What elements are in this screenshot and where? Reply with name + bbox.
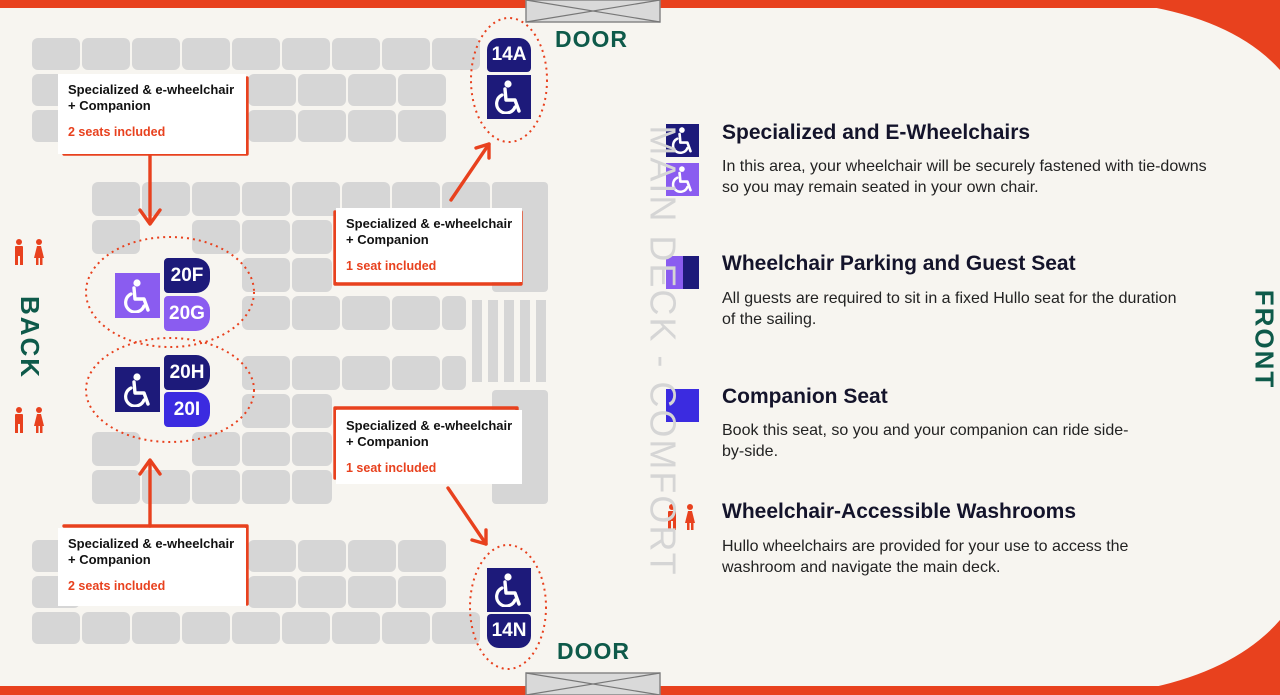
- highlight-ring-20hi: [85, 337, 255, 443]
- callout-line: Specialized & e-wheelchair: [68, 536, 235, 551]
- callout-line: + Companion: [346, 434, 429, 449]
- callout-line: Specialized & e-wheelchair: [346, 418, 513, 433]
- legend-icon-companion: [666, 389, 699, 422]
- callout-line: Specialized & e-wheelchair: [68, 82, 235, 97]
- seat-14a[interactable]: 14A: [487, 38, 531, 72]
- legend-icon-wheelchair-purple: [666, 163, 699, 196]
- callout-line: Specialized & e-wheelchair: [346, 216, 513, 231]
- washroom-icon: [15, 407, 44, 433]
- seat-grid-bottom: [32, 540, 480, 644]
- highlight-ring-14a: [470, 17, 548, 143]
- legend-title-wheelchairs: Specialized and E-Wheelchairs: [722, 121, 1031, 144]
- callout-note: 1 seat included: [346, 259, 437, 273]
- door-label-top: DOOR: [555, 26, 628, 52]
- seat-20f[interactable]: 20F: [164, 258, 210, 293]
- wheelchair-icon: [115, 273, 160, 318]
- callout-top-left: Specialized & e-wheelchair + Companion 2…: [58, 74, 246, 154]
- legend-icon-washroom: [668, 504, 695, 530]
- wheelchair-icon: [487, 75, 531, 119]
- door-frame-top: [525, 0, 661, 23]
- callout-note: 1 seat included: [346, 461, 437, 475]
- callout-mid-lower: Specialized & e-wheelchair + Companion 1…: [336, 410, 522, 484]
- legend-desc-washrooms: Hullo wheelchairs are provided for your …: [722, 538, 1129, 576]
- door-frame-bottom: [525, 672, 661, 695]
- wheelchair-icon: [487, 568, 531, 612]
- seat-20h[interactable]: 20H: [164, 355, 210, 390]
- seat-grid-top: [32, 38, 480, 142]
- highlight-ring-14n: [469, 544, 547, 670]
- legend-title-washrooms: Wheelchair-Accessible Washrooms: [722, 500, 1077, 523]
- callout-note: 2 seats included: [68, 125, 166, 139]
- callout-bottom-left: Specialized & e-wheelchair + Companion 2…: [58, 528, 246, 606]
- legend-desc-companion: Book this seat, so you and your companio…: [722, 422, 1129, 460]
- door-label-bottom: DOOR: [557, 638, 630, 664]
- highlight-ring-20fg: [85, 236, 255, 348]
- legend-desc-parking: All guests are required to sit in a fixe…: [722, 290, 1177, 328]
- callout-note: 2 seats included: [68, 579, 166, 593]
- seat-14n[interactable]: 14N: [487, 614, 531, 648]
- callout-mid-upper: Specialized & e-wheelchair + Companion 1…: [336, 208, 522, 282]
- legend-title-companion: Companion Seat: [722, 385, 888, 408]
- deck-name-label: MAIN DECK - COMFORT: [642, 125, 684, 577]
- bow-bottom: [1090, 620, 1280, 695]
- gangway-stripes: [472, 300, 546, 382]
- legend-icon-wheelchair-navy: [666, 124, 699, 157]
- callout-line: + Companion: [346, 232, 429, 247]
- seat-20i[interactable]: 20I: [164, 392, 210, 427]
- legend-desc-wheelchairs: In this area, your wheelchair will be se…: [722, 158, 1207, 196]
- bow-top: [1090, 0, 1280, 70]
- legend-title-parking: Wheelchair Parking and Guest Seat: [722, 252, 1076, 275]
- legend-icon-parking-guest: [666, 256, 699, 289]
- wheelchair-icon: [115, 367, 160, 412]
- front-label: FRONT: [1249, 289, 1280, 390]
- callout-connectors: [62, 76, 523, 606]
- callout-line: + Companion: [68, 98, 151, 113]
- washroom-icon: [15, 239, 44, 265]
- back-label: BACK: [15, 295, 46, 380]
- seat-20g[interactable]: 20G: [164, 296, 210, 331]
- callout-line: + Companion: [68, 552, 151, 567]
